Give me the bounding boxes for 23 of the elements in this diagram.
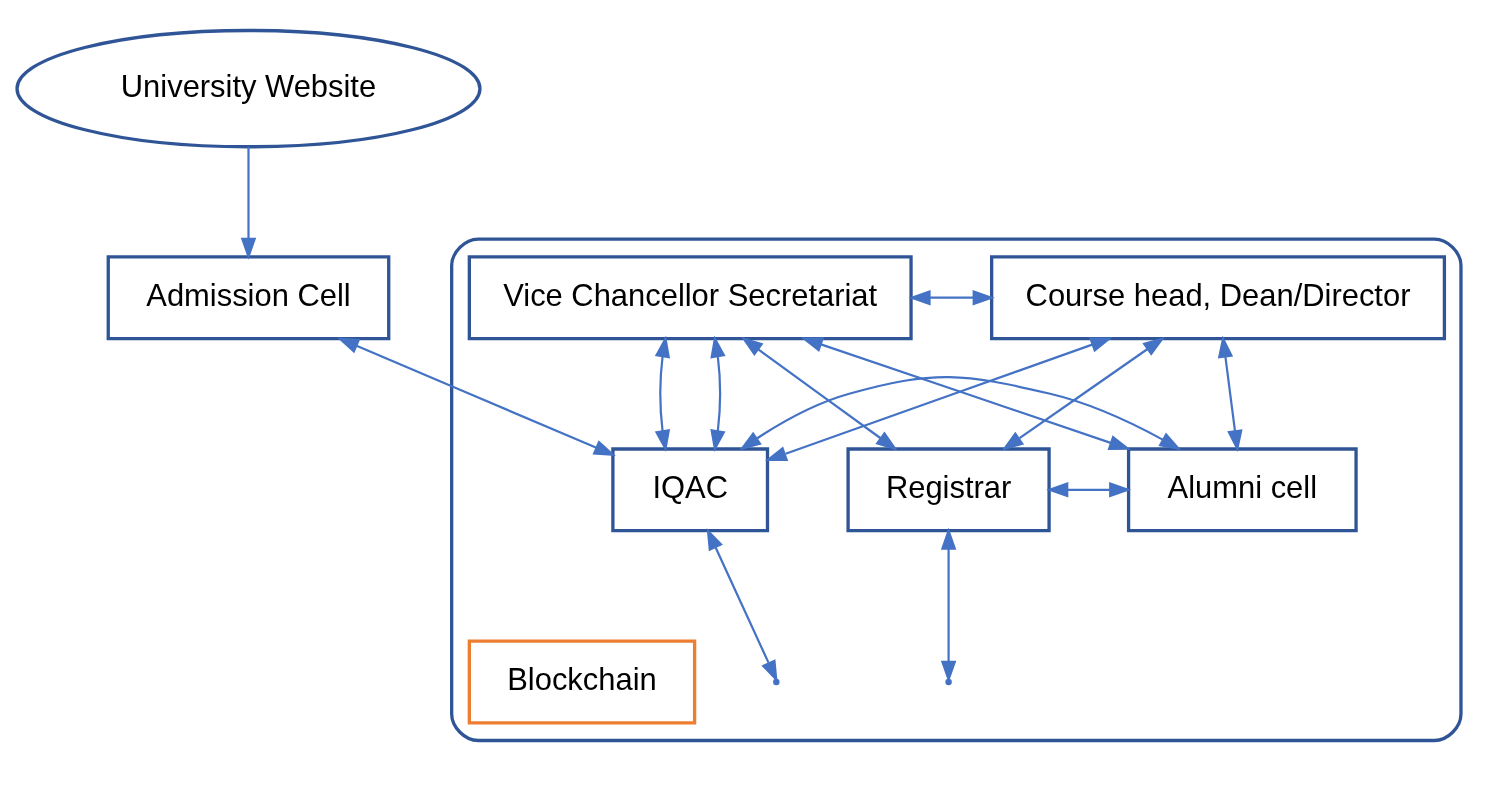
node-box: IQAC [611, 446, 770, 532]
arrow [800, 336, 1131, 450]
arrow [739, 375, 1182, 450]
cluster [450, 237, 1463, 742]
arrow [940, 527, 957, 683]
arrow [654, 335, 671, 452]
arrow [240, 146, 257, 260]
node-box: Registrar [846, 446, 1051, 532]
arrow [710, 335, 726, 452]
arrow [908, 289, 995, 305]
node-box: Alumni cell [1126, 446, 1358, 532]
arrow [1217, 334, 1243, 452]
node-box: Vice Chancellor Secretariat [467, 254, 913, 340]
arrow [764, 336, 1113, 461]
node-box: Course head, Dean/Director [990, 254, 1447, 340]
arrow [336, 337, 616, 456]
arrow [706, 527, 778, 683]
node-box: Blockchain [467, 638, 697, 724]
node-box: Admission Cell [106, 254, 391, 340]
arrow [1046, 481, 1132, 498]
node-ellipse: University Website [15, 28, 482, 148]
arrow [1001, 336, 1165, 451]
arrow [741, 336, 898, 451]
